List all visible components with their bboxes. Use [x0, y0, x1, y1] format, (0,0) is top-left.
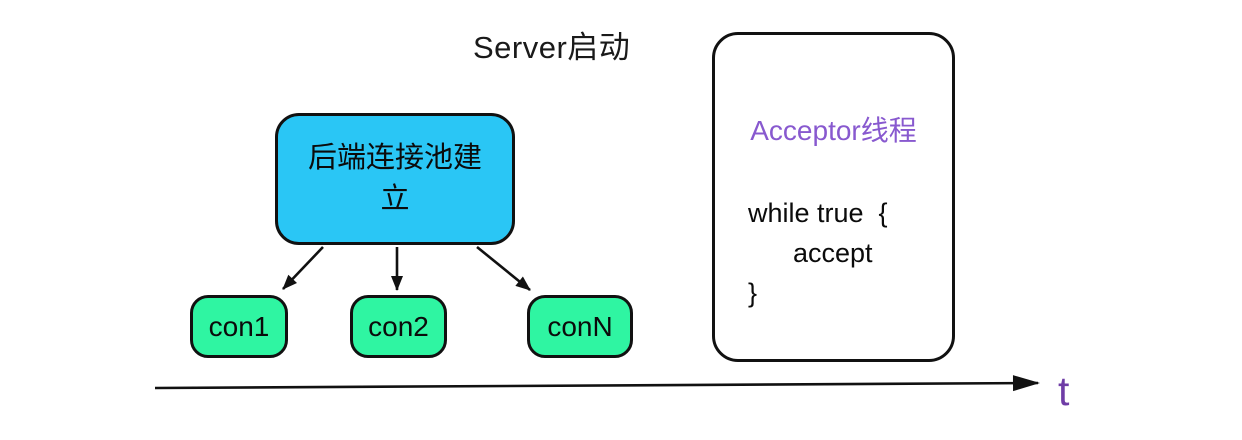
arrow-pool-to-con1: [282, 246, 324, 290]
diagram-title: Server启动: [473, 30, 631, 65]
acceptor-code-block: while true { accept }: [748, 193, 888, 313]
acceptor-panel-title: Acceptor线程: [750, 115, 917, 146]
code-line-closing-brace: }: [748, 278, 758, 308]
pool-box: 后端连接池建 立: [275, 113, 515, 245]
connection-label: conN: [547, 310, 613, 342]
connection-label: con2: [368, 310, 429, 342]
connection-box-con2: con2: [350, 295, 447, 358]
timeline-label-t: t: [1058, 368, 1070, 414]
connection-box-conN: conN: [527, 295, 633, 358]
acceptor-panel: Acceptor线程 while true { accept }: [712, 32, 955, 362]
connection-label: con1: [208, 310, 270, 342]
code-line-accept: accept: [793, 238, 873, 268]
timeline-axis: [154, 375, 1040, 392]
pool-box-label-line2: 立: [380, 183, 410, 215]
pool-box-label-line1: 后端连接池建: [307, 142, 482, 175]
code-line-while: while true {: [748, 198, 888, 228]
arrow-pool-to-conN: [476, 245, 531, 292]
connection-box-con1: con1: [190, 295, 288, 358]
